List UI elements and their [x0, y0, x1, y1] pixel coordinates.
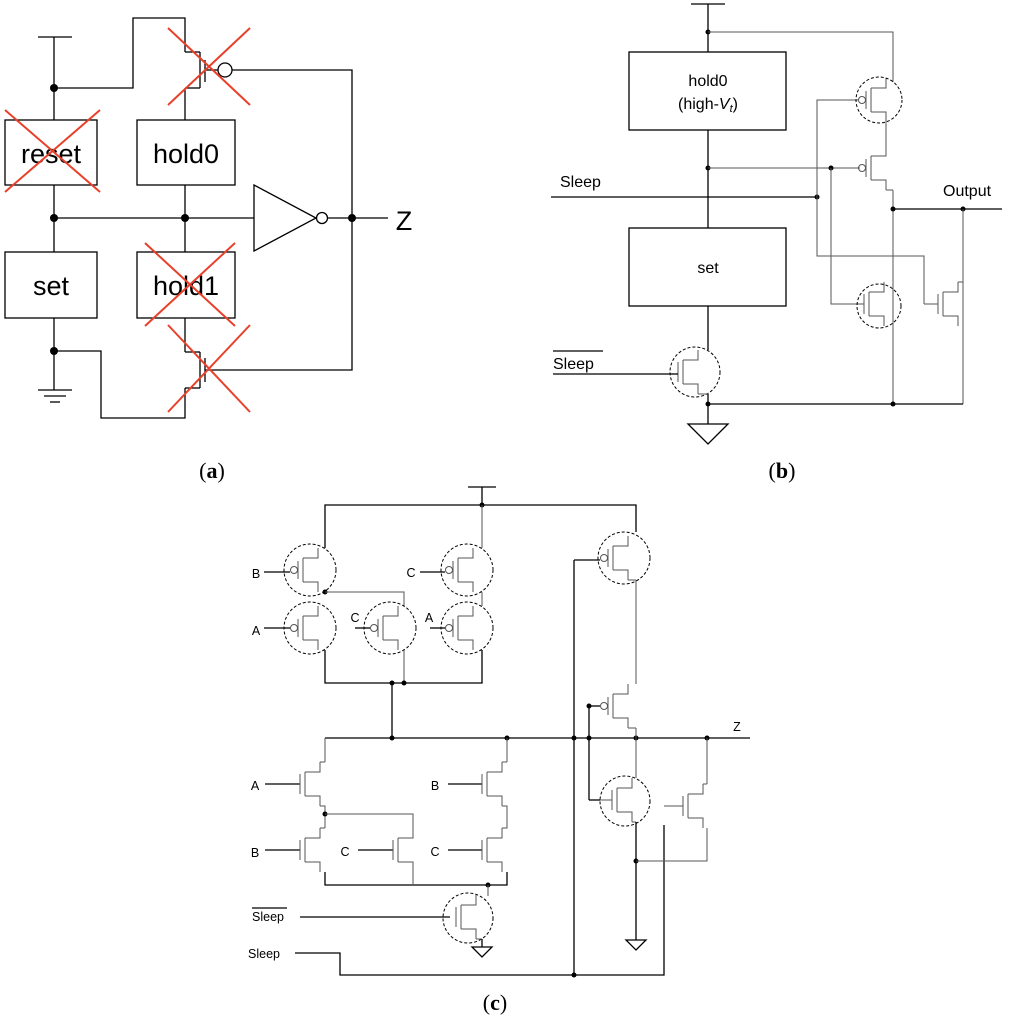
output-z-a: Z — [396, 206, 413, 236]
nmos-a-c — [299, 761, 321, 807]
inverter — [253, 183, 318, 253]
hold0-sublabel: (high-Vt) — [678, 96, 738, 115]
pmos-label-a-left: A — [252, 624, 261, 638]
hold0-block-b — [628, 51, 787, 131]
panel-a: reset hold0 Z set hold1 (a) — [4, 17, 413, 483]
nmos-c-right — [481, 827, 503, 873]
sleep-label-b: Sleep — [560, 174, 601, 191]
nmos-label-c-right: C — [430, 845, 439, 859]
nmos-c-mid — [392, 827, 414, 873]
hold0-label: hold0 — [153, 139, 219, 169]
panel-c: B C A C A Z A B B C C — [248, 486, 750, 1015]
pmos-sleep-c — [597, 531, 651, 585]
set-block — [4, 251, 98, 319]
nmos-hold-c — [599, 775, 651, 827]
pmos-b-c — [283, 543, 337, 597]
nmos-b-right — [481, 761, 503, 807]
sleep-bar-label-b: Sleep — [553, 356, 594, 373]
output-z-c: Z — [733, 720, 741, 734]
output-label-b: Output — [943, 183, 992, 200]
pmos-a-left — [283, 601, 337, 655]
nmos-label-c-mid: C — [340, 845, 349, 859]
nmos-label-a: A — [251, 779, 260, 793]
nmos-output-c — [682, 783, 704, 829]
nmos-b-left — [299, 827, 321, 873]
nmos-footer-b — [669, 346, 721, 398]
ground-c1 — [470, 946, 494, 958]
caption-a: (a) — [199, 458, 225, 483]
pmos-c-mid — [363, 601, 417, 655]
nmos-label-b-left: B — [251, 846, 259, 860]
pmos-hold-c — [600, 683, 629, 729]
hold1-label: hold1 — [153, 271, 219, 301]
pmos-label-a-right: A — [425, 611, 434, 625]
sleep-bar-label-c: Sleep — [252, 910, 284, 924]
nmos-footer-c — [442, 892, 494, 944]
sleep-label-c: Sleep — [248, 947, 280, 961]
pmos-c-top — [440, 543, 494, 597]
set-label-a: set — [33, 271, 70, 301]
hold0-label-b: hold0 — [688, 73, 727, 90]
caption-b: (b) — [769, 458, 796, 483]
pmos-label-c-mid: C — [350, 611, 359, 625]
hold1-block — [136, 251, 236, 319]
ground-b — [686, 423, 730, 445]
nmos-hold-b — [856, 281, 902, 329]
ground-c2 — [624, 939, 648, 951]
pmos-hold-b — [858, 145, 887, 191]
pmos-a-right — [440, 601, 494, 655]
set-block-b — [628, 227, 787, 307]
panel-b: hold0 (high-Vt) Sleep Output set Sleep — [551, 3, 1002, 483]
reset-label: reset — [21, 139, 82, 169]
nmos-output-b — [937, 281, 959, 327]
caption-c: (c) — [483, 990, 507, 1015]
set-label-b: set — [697, 260, 719, 277]
nmos-label-b-right: B — [431, 779, 439, 793]
hold0-block — [136, 119, 236, 186]
pmos-label-c-top: C — [406, 566, 415, 580]
pmos-sleep-b — [855, 76, 903, 124]
pmos-label-b: B — [252, 567, 260, 581]
